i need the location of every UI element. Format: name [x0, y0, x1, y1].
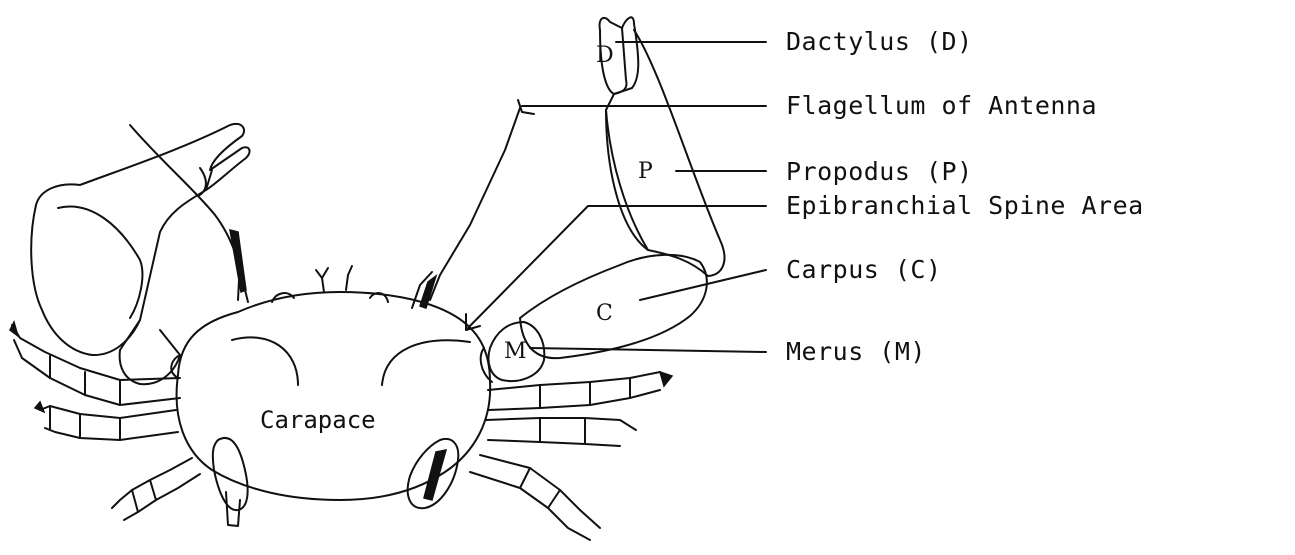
left-leg-1-joints — [50, 356, 120, 405]
left-leg-2-joints — [50, 406, 120, 440]
right-propodus — [606, 30, 724, 276]
left-antenna — [130, 125, 248, 302]
crab-drawing — [10, 17, 724, 540]
label-carpus: Carpus (C) — [786, 255, 942, 284]
label-epibranchial: Epibranchial Spine Area — [786, 191, 1144, 220]
left-leg-2 — [40, 406, 178, 440]
segment-letter-carpus: C — [596, 301, 613, 326]
label-dactylus: Dactylus (D) — [786, 27, 973, 56]
left-leg-1 — [12, 325, 180, 405]
right-antenna — [412, 108, 520, 308]
carapace-right-groove — [382, 340, 470, 385]
callout-labels: Dactylus (D) Flagellum of Antenna Propod… — [786, 27, 1144, 366]
left-leg-2-tip — [35, 402, 44, 412]
left-leg-1-tip — [10, 322, 18, 336]
right-carpus — [520, 255, 707, 358]
left-merus — [120, 320, 180, 384]
right-leg-2 — [486, 418, 636, 446]
leader-lines — [466, 42, 766, 352]
leader-carpus — [640, 270, 766, 300]
eye-left — [316, 268, 328, 292]
segment-letters: D P C M — [504, 43, 653, 364]
left-leg-3 — [112, 458, 200, 520]
carapace-label: Carapace — [260, 406, 376, 434]
label-propodus: Propodus (P) — [786, 157, 973, 186]
label-flagellum: Flagellum of Antenna — [786, 91, 1097, 120]
right-leg-1-tip — [660, 372, 672, 386]
right-leg-2-joints — [540, 418, 585, 444]
segment-letter-dactylus: D — [596, 43, 614, 68]
segment-letter-propodus: P — [638, 159, 653, 184]
leader-merus — [530, 348, 766, 352]
segment-letter-merus: M — [504, 339, 527, 364]
carapace-outline — [177, 292, 491, 500]
left-claw-finger-line — [198, 168, 212, 196]
carapace-left-groove — [232, 337, 298, 385]
left-claw-inner — [58, 207, 142, 318]
eye-right — [346, 266, 352, 290]
label-merus: Merus (M) — [786, 337, 926, 366]
rear-leg-right-dark — [424, 450, 446, 500]
right-dactylus-inner — [614, 28, 627, 94]
right-leg-1 — [488, 372, 660, 410]
right-leg-3 — [470, 455, 600, 540]
rear-leg-left — [213, 438, 248, 526]
